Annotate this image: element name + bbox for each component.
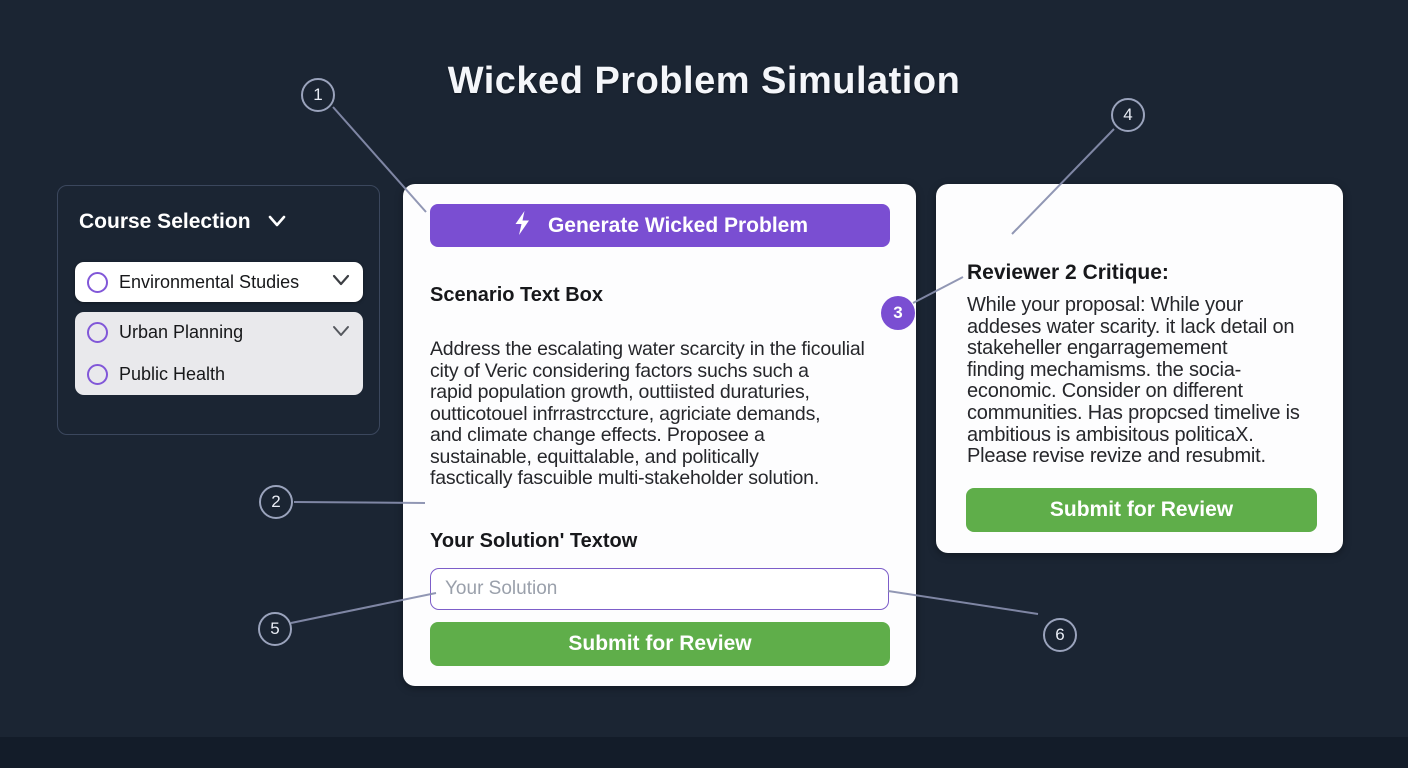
annotation-circle-4: 4 xyxy=(1111,98,1145,132)
course-option-label: Public Health xyxy=(119,363,226,384)
radio-icon[interactable] xyxy=(87,322,108,343)
chevron-down-icon xyxy=(267,210,287,234)
annotation-label: 2 xyxy=(271,492,281,511)
course-option-label: Environmental Studies xyxy=(119,271,300,292)
annotation-circle-3: 3 xyxy=(881,296,915,330)
reviewer-critique-card: Reviewer 2 Critique: While your proposal… xyxy=(936,184,1343,553)
scenario-textbox-heading: Scenario Text Box xyxy=(430,284,604,306)
solution-input[interactable] xyxy=(430,568,889,610)
course-option-environmental-studies[interactable]: Environmental Studies xyxy=(75,262,363,302)
annotation-circle-5: 5 xyxy=(258,612,292,646)
solution-heading: Your Solution' Textow xyxy=(430,530,638,552)
chevron-down-icon[interactable] xyxy=(332,324,350,342)
annotation-label: 3 xyxy=(893,303,903,322)
course-selection-header[interactable]: Course Selection xyxy=(79,210,287,234)
course-option-group: Urban Planning Public Health xyxy=(75,312,363,395)
course-option-label: Urban Planning xyxy=(119,322,244,342)
radio-icon[interactable] xyxy=(87,363,108,385)
annotation-circle-1: 1 xyxy=(301,78,335,112)
radio-icon[interactable] xyxy=(87,271,108,293)
course-option-public-health[interactable]: Public Health xyxy=(75,353,363,395)
lightning-bolt-icon xyxy=(512,210,532,242)
course-selection-title: Course Selection xyxy=(79,210,251,233)
annotation-label: 4 xyxy=(1123,105,1133,124)
annotation-label: 6 xyxy=(1055,625,1065,644)
reviewer-critique-heading: Reviewer 2 Critique: xyxy=(967,261,1169,284)
review-submit-for-review-button[interactable]: Submit for Review xyxy=(966,488,1317,532)
submit-for-review-button[interactable]: Submit for Review xyxy=(430,622,890,666)
annotation-label: 5 xyxy=(270,619,280,638)
chevron-down-icon[interactable] xyxy=(332,273,350,291)
annotation-circle-6: 6 xyxy=(1043,618,1077,652)
course-selection-panel: Course Selection Environmental Studies U… xyxy=(57,185,380,435)
annotation-label: 1 xyxy=(313,85,323,104)
annotation-circle-2: 2 xyxy=(259,485,293,519)
page-title: Wicked Problem Simulation xyxy=(447,60,961,102)
generate-wicked-problem-button[interactable]: Generate Wicked Problem xyxy=(430,204,890,247)
scenario-card: Generate Wicked Problem Scenario Text Bo… xyxy=(403,184,916,686)
footer-strip xyxy=(0,737,1408,768)
course-option-urban-planning[interactable]: Urban Planning xyxy=(75,312,363,353)
generate-button-label: Generate Wicked Problem xyxy=(547,213,809,237)
reviewer-critique-text: While your proposal: While your addeses … xyxy=(967,294,1300,468)
scenario-text: Address the escalating water scarcity in… xyxy=(430,338,865,489)
